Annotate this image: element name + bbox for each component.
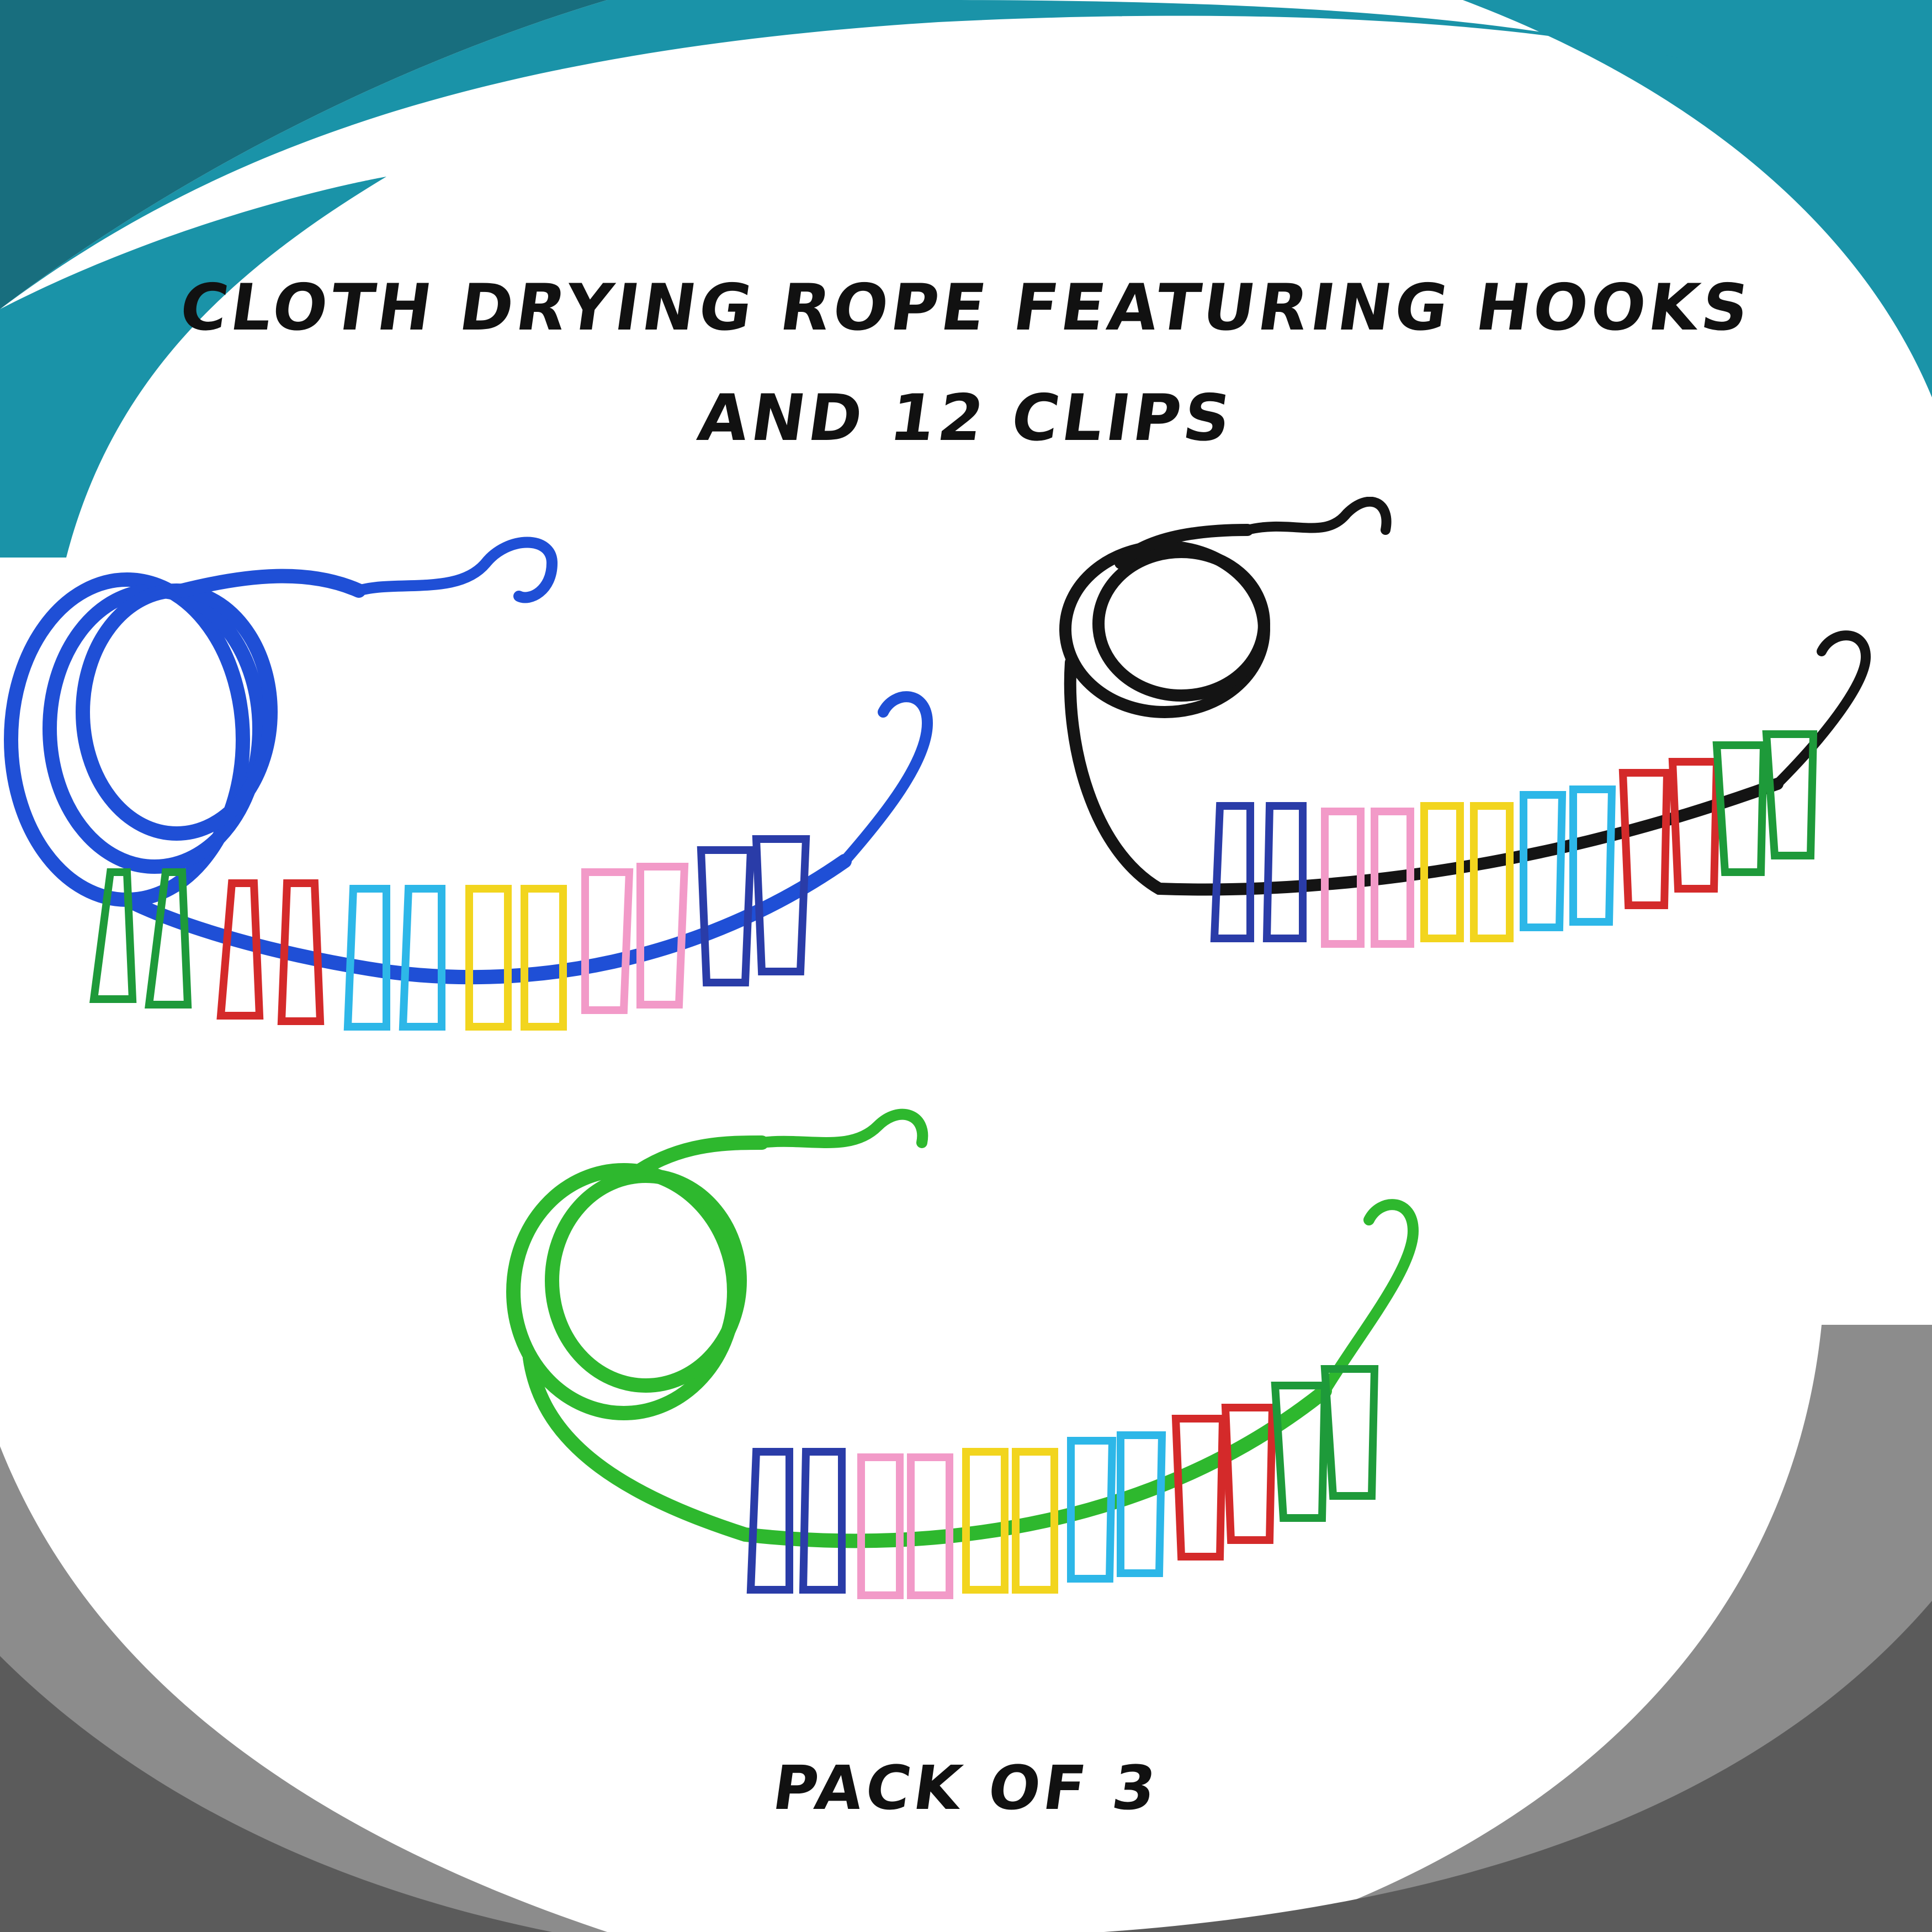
product-black-rope [1059, 497, 1871, 948]
product-green-rope [506, 1108, 1419, 1599]
swoosh-top-right-dark [938, 0, 1711, 66]
clip [752, 835, 810, 975]
clip-row [89, 835, 810, 1031]
clip [1321, 808, 1365, 948]
title-line-2: AND 12 CLIPS [693, 381, 1239, 455]
hook-icon [353, 537, 933, 867]
clip [697, 846, 755, 986]
clip [1262, 802, 1307, 942]
clip [399, 885, 445, 1031]
title-line-1: CLOTH DRYING ROPE FEATURING HOOKS [175, 270, 1757, 345]
product-blue-rope [4, 537, 933, 1031]
clip [521, 885, 567, 1031]
clip [1762, 730, 1818, 859]
clip-row [746, 1365, 1379, 1599]
clip [746, 1448, 793, 1594]
rope-coil [4, 569, 852, 985]
clip [1371, 808, 1414, 948]
clip [907, 1453, 953, 1599]
clip [1271, 1382, 1329, 1522]
clip [145, 868, 192, 1009]
swoosh-bottom-left-dark [0, 1656, 552, 1932]
clip [1520, 791, 1567, 931]
rope-coil [506, 1135, 1332, 1548]
clip [1712, 741, 1768, 876]
clip [799, 1448, 846, 1594]
swoosh-top-left-dark [0, 0, 607, 309]
clip [1221, 1404, 1277, 1544]
clip [465, 885, 512, 1031]
clip [962, 1448, 1009, 1594]
clip [636, 863, 689, 1009]
swoosh-top-teal [0, 0, 938, 309]
clip [1117, 1431, 1166, 1577]
pack-label: PACK OF 3 [768, 1753, 1164, 1823]
rope-coil [1059, 524, 1784, 896]
hook-icon [1243, 497, 1871, 789]
clip [1618, 769, 1671, 909]
clip [1569, 785, 1616, 926]
clip [343, 885, 390, 1031]
clip [1012, 1448, 1058, 1594]
clip [1067, 1437, 1117, 1583]
clip [1668, 758, 1721, 893]
clip [216, 879, 264, 1020]
clip [89, 868, 137, 1003]
swoosh-top-left-teal [0, 177, 386, 558]
clip [857, 1453, 904, 1599]
clip-row [1210, 730, 1818, 948]
clip [1171, 1415, 1227, 1561]
hook-icon [756, 1108, 1419, 1397]
swoosh-top-right-teal [1463, 0, 1932, 397]
clip [277, 879, 325, 1025]
clip [1210, 802, 1254, 942]
clip [1320, 1365, 1379, 1500]
swoosh-bottom-right-dark [1104, 1601, 1932, 1932]
clip [1470, 802, 1514, 942]
clip [1420, 802, 1464, 942]
clip [581, 868, 634, 1014]
